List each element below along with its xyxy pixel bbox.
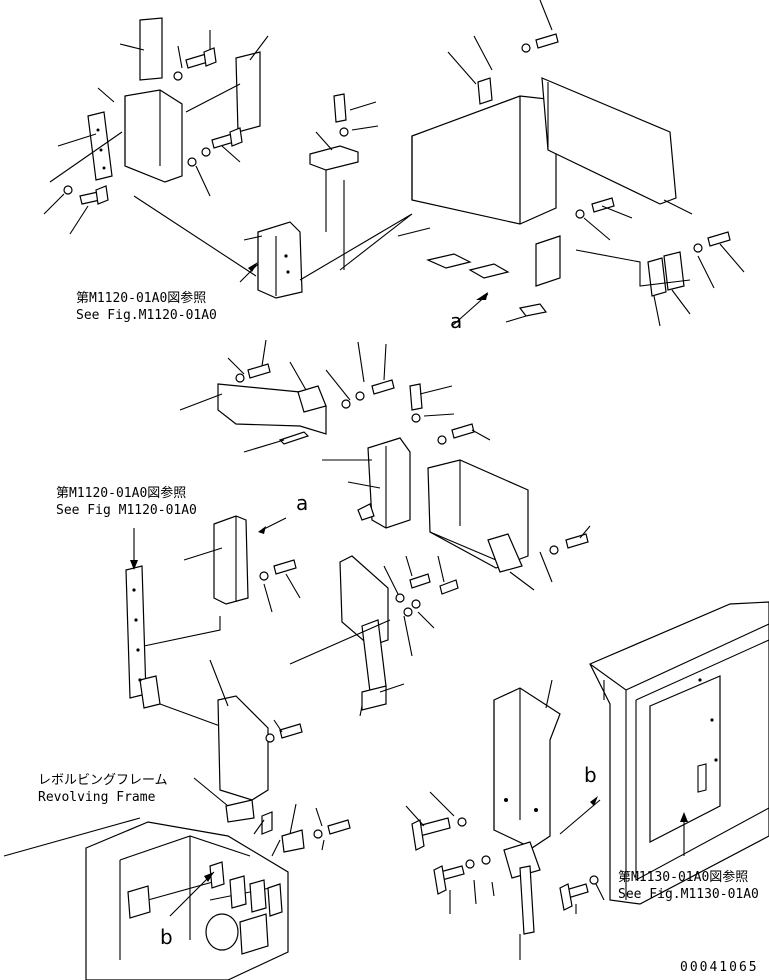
- upper-right-cover-panel: [299, 0, 745, 327]
- ref-label-en-middle: See Fig M1120-01A0: [56, 503, 197, 518]
- callout-a-upper: a: [450, 309, 463, 333]
- frame-label-en: Revolving Frame: [38, 790, 156, 805]
- callout-b-lower: b: [160, 925, 173, 949]
- lower-middle-plate-group: [193, 659, 351, 857]
- ref-label-jp-top: 第M1120-01A0図参照: [76, 291, 207, 306]
- middle-upper-bracket-group: [179, 339, 591, 591]
- ref-label-jp-middle: 第M1120-01A0図参照: [56, 486, 187, 501]
- ref-label-en-right: See Fig.M1130-01A0: [618, 887, 759, 902]
- upper-left-bracket-group: [43, 17, 269, 235]
- lower-right-plate-group: [405, 679, 605, 960]
- small-clip-group: [309, 93, 379, 270]
- drawing-number: 00041065: [680, 960, 759, 975]
- callout-a-lower: a: [296, 491, 309, 515]
- ref-label-jp-right: 第M1130-01A0図参照: [618, 870, 749, 885]
- central-mount-bracket: [133, 195, 303, 299]
- cab-frame: [559, 601, 769, 905]
- revolving-frame: [3, 817, 289, 980]
- middle-left-bracket-group: [125, 515, 301, 727]
- middle-right-bracket-group: [289, 555, 459, 717]
- ref-label-en-top: See Fig.M1120-01A0: [76, 308, 217, 323]
- frame-label-jp: レボルビングフレーム: [38, 773, 168, 788]
- callout-b-right: b: [584, 763, 597, 787]
